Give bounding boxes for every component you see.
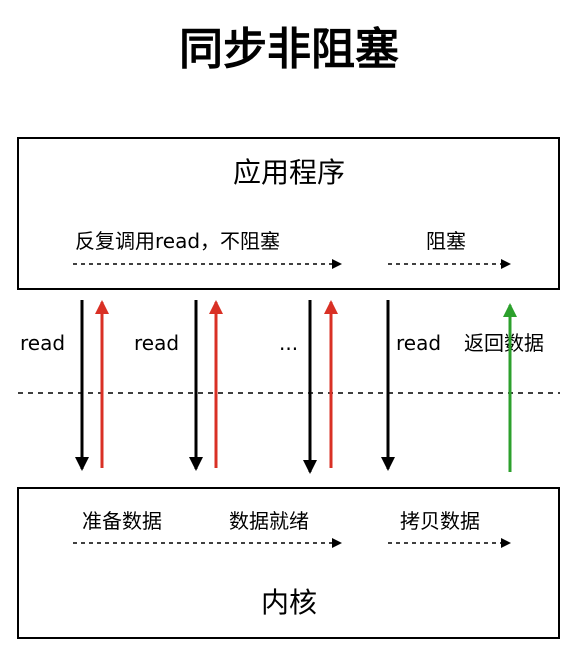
read-call-label: read [20, 331, 66, 355]
kernel-box [17, 487, 560, 639]
kernel-phase-prepare-label: 准备数据 [82, 509, 162, 533]
kernel-phase-ready-label: 数据就绪 [229, 509, 309, 533]
app-phase-blocking-label: 阻塞 [426, 229, 466, 253]
kernel-title: 内核 [260, 586, 317, 619]
return-data-label: 返回数据 [464, 331, 544, 355]
app-phase-nonblocking-label: 反复调用read，不阻塞 [75, 229, 281, 253]
ellipsis-label: ... [279, 331, 299, 355]
diagram-title: 同步非阻塞 [179, 24, 399, 75]
read-call-label: read [396, 331, 442, 355]
read-call-label: read [134, 331, 180, 355]
kernel-phase-copy-label: 拷贝数据 [400, 509, 480, 533]
application-title: 应用程序 [232, 156, 345, 189]
